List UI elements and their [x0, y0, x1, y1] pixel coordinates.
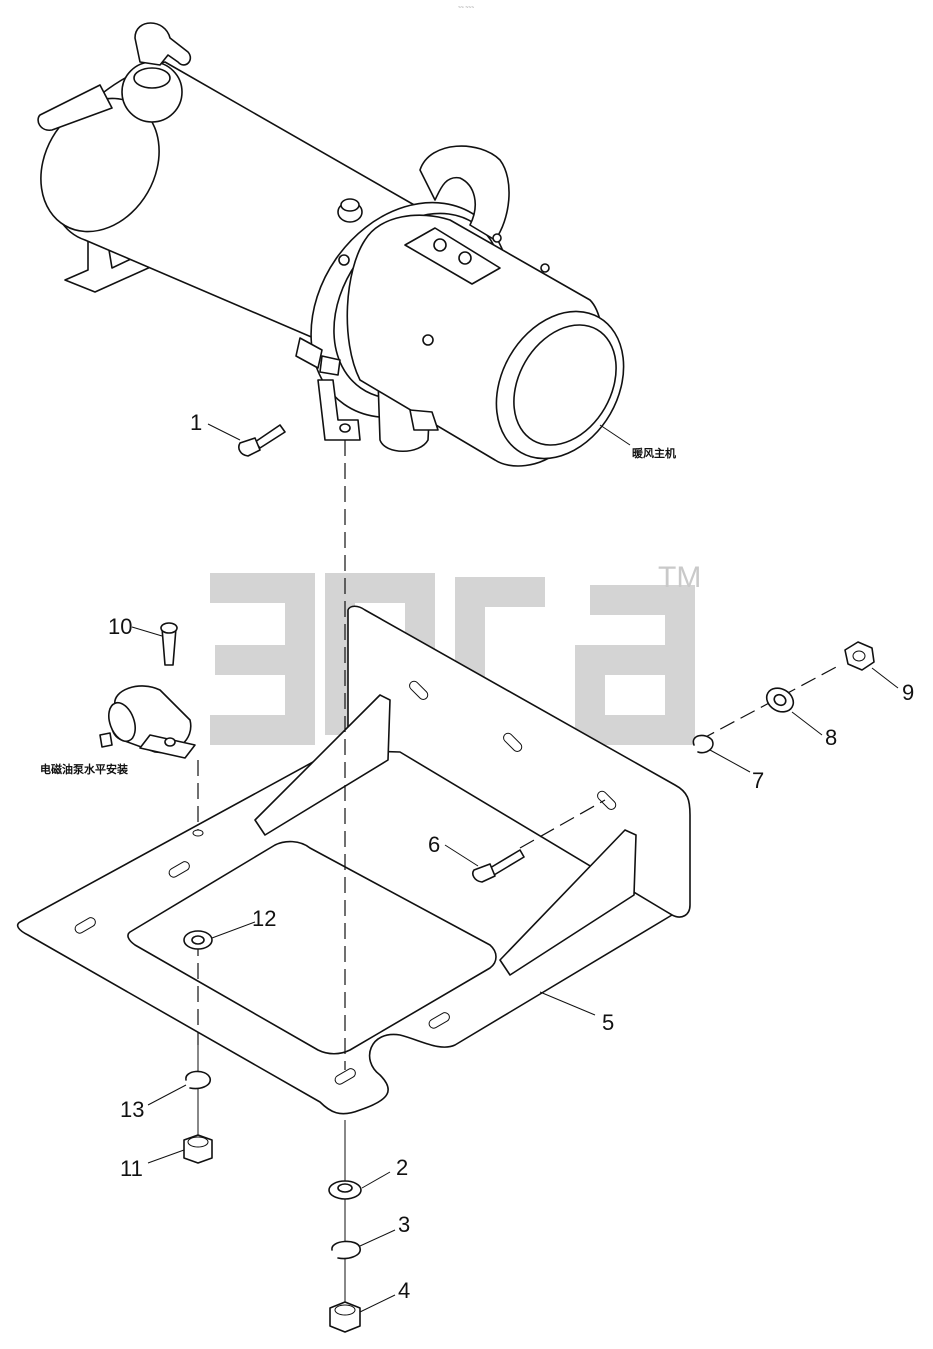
callout-10: 10: [108, 614, 132, 639]
spring-washer-part-3: [331, 1240, 361, 1260]
callout-5: 5: [602, 1010, 614, 1035]
heater-main-unit: [37, 22, 625, 467]
callout-7: 7: [752, 768, 764, 793]
header-mark: ~~ ~~~: [458, 5, 474, 11]
callout-13: 13: [120, 1097, 144, 1122]
spring-washer-part-7: [692, 734, 714, 754]
flat-washer-part-8: [765, 687, 795, 713]
callout-6: 6: [428, 832, 440, 857]
nut-part-4: [329, 1301, 361, 1333]
solenoid-fuel-pump: [99, 622, 196, 759]
callout-3: 3: [398, 1212, 410, 1237]
bolt-part-1: [238, 424, 286, 457]
callout-leaders: [131, 423, 899, 1313]
callout-8: 8: [825, 725, 837, 750]
nut-part-11: [183, 1134, 213, 1164]
callout-2: 2: [396, 1155, 408, 1180]
flat-washer-part-2: [328, 1180, 362, 1200]
heater-label-leader: [599, 424, 631, 446]
trademark-symbol: TM: [658, 561, 701, 594]
assembly-line-bolt6: [519, 799, 606, 849]
callout-11: 11: [120, 1156, 143, 1181]
callout-1: 1: [190, 410, 202, 435]
heater-main-unit-label: 暖风主机: [632, 446, 676, 460]
callout-9: 9: [902, 680, 914, 705]
nut-part-9: [844, 641, 875, 671]
bolt-part-6: [472, 849, 525, 883]
spring-washer-part-13: [185, 1070, 211, 1090]
pump-install-note: 电磁油泵水平安装: [40, 762, 128, 776]
callout-12: 12: [252, 906, 276, 931]
mounting-bracket: [16, 605, 691, 1115]
washer-part-12: [183, 930, 213, 950]
callout-4: 4: [398, 1278, 410, 1303]
